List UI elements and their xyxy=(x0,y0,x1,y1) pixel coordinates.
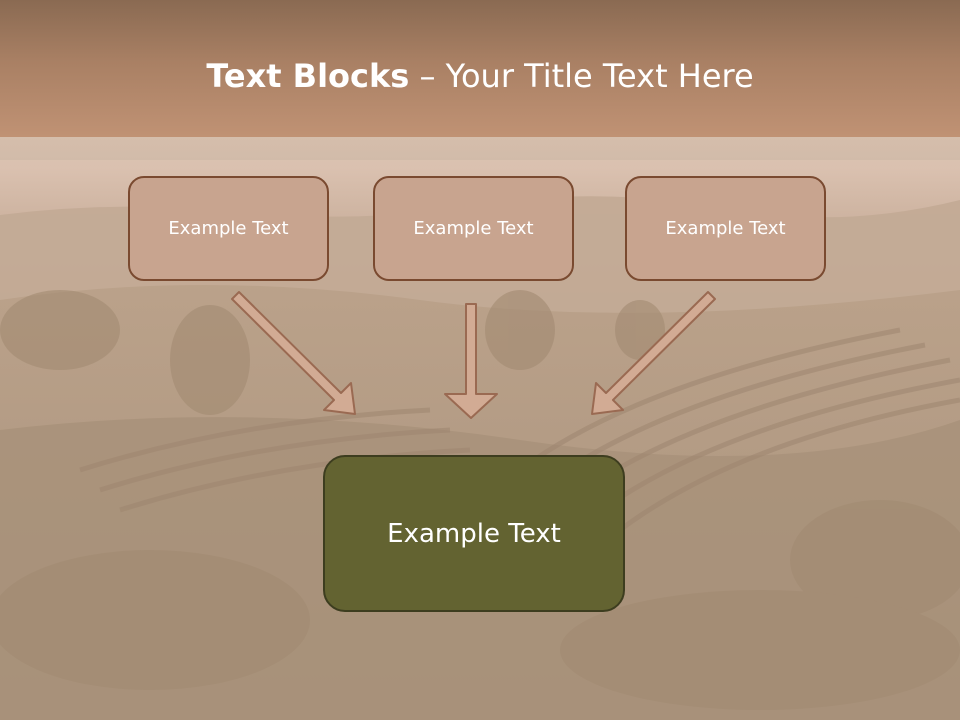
text-block-3-label: Example Text xyxy=(665,218,786,239)
text-block-1-label: Example Text xyxy=(168,218,289,239)
text-block-3[interactable]: Example Text xyxy=(625,176,826,281)
text-block-2[interactable]: Example Text xyxy=(373,176,574,281)
title-bar xyxy=(0,0,960,137)
text-block-2-label: Example Text xyxy=(413,218,534,239)
slide-title[interactable]: Text Blocks – Your Title Text Here xyxy=(0,52,960,100)
left-diagonal-arrow[interactable] xyxy=(231,291,356,415)
text-block-1[interactable]: Example Text xyxy=(128,176,329,281)
title-regular-part: Your Title Text Here xyxy=(445,57,754,95)
right-diagonal-arrow[interactable] xyxy=(591,291,716,415)
title-bold-part: Text Blocks xyxy=(206,57,410,95)
title-bar-fade xyxy=(0,137,960,167)
target-text-block-label: Example Text xyxy=(387,518,561,549)
center-down-arrow[interactable] xyxy=(444,303,498,419)
target-text-block[interactable]: Example Text xyxy=(323,455,625,612)
title-dash: – xyxy=(409,57,446,95)
